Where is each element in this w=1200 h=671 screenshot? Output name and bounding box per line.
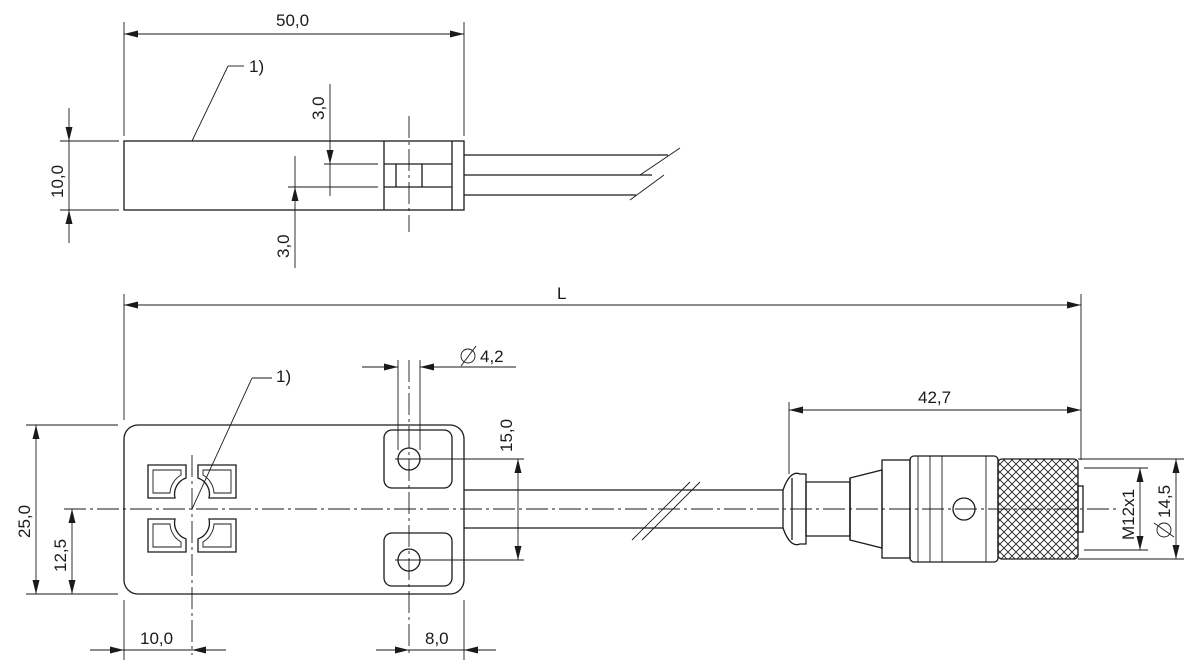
knurled-nut xyxy=(997,458,1079,560)
dim-top-height: 10,0 xyxy=(48,165,67,198)
sensing-face xyxy=(147,464,237,553)
dim-hole-diameter: 4,2 xyxy=(480,347,504,366)
plan-view: L xyxy=(15,284,1184,660)
plan-view-body xyxy=(123,424,465,595)
dim-width: 25,0 xyxy=(15,505,34,538)
dim-connector-length: 42,7 xyxy=(918,388,951,407)
dim-hole-spacing: 15,0 xyxy=(497,419,516,452)
callout-note-bottom: 1) xyxy=(276,367,291,386)
dim-half-width: 12,5 xyxy=(51,539,70,572)
m12-connector xyxy=(782,455,1084,563)
dim-slot-lower: 3,0 xyxy=(274,234,293,258)
side-view: 50,0 10,0 3,0 3,0 1) xyxy=(48,11,681,268)
dim-hole-offset: 8,0 xyxy=(425,629,449,648)
dim-top-length: 50,0 xyxy=(276,11,309,30)
dim-face-offset: 10,0 xyxy=(140,629,173,648)
dim-thread: M12x1 xyxy=(1119,489,1138,540)
diameter-icon xyxy=(460,345,477,367)
dim-slot-upper: 3,0 xyxy=(309,96,328,120)
dim-overall-length: L xyxy=(557,284,566,303)
diameter-icon-knurl xyxy=(1153,522,1175,538)
dim-knurl-diameter: 14,5 xyxy=(1155,485,1174,518)
callout-note-top: 1) xyxy=(249,57,264,76)
